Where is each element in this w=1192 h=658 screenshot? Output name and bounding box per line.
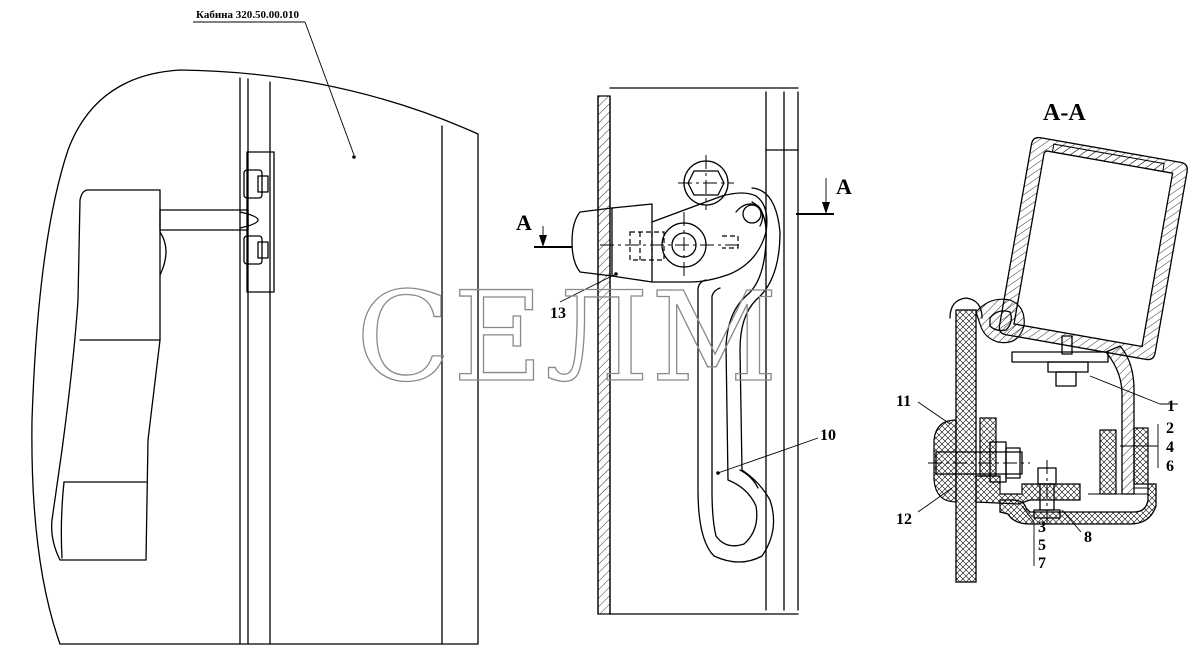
section-a-a-view — [917, 136, 1188, 583]
callout-1: 1 — [1167, 398, 1175, 415]
callout-7: 7 — [1038, 555, 1046, 572]
callout-12: 12 — [896, 511, 912, 528]
callout-6: 6 — [1166, 458, 1174, 475]
cab-side-view — [31, 21, 479, 645]
callout-11: 11 — [896, 393, 911, 410]
title-label: Кабина 320.50.00.010 — [196, 9, 300, 21]
callout-2: 2 — [1166, 420, 1174, 437]
watermark-text: СЕЛМ — [356, 266, 780, 410]
section-marker-left: А — [516, 210, 532, 235]
callout-10: 10 — [820, 427, 836, 444]
callout-4: 4 — [1166, 439, 1174, 456]
section-marker-right: А — [836, 174, 852, 199]
callout-5: 5 — [1038, 537, 1046, 554]
latch-front-view — [534, 87, 834, 615]
callout-13: 13 — [550, 305, 566, 322]
callout-3: 3 — [1038, 519, 1046, 536]
section-view-title: А-А — [1043, 100, 1086, 126]
callout-8: 8 — [1084, 529, 1092, 546]
